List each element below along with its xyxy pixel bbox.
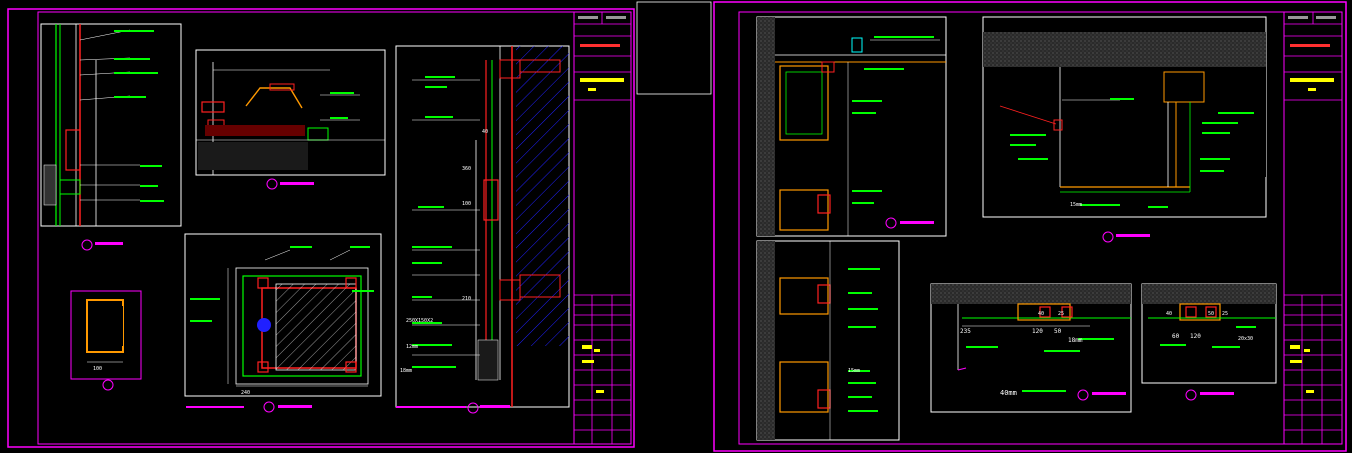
detail-label-bar-e [480,405,510,408]
detail-marker-i [1077,389,1089,401]
callout-right-15mm-b: 15mm [1070,202,1082,208]
detail-panel-wall-section-a [40,23,182,227]
detail-label-bar-g [1116,234,1150,237]
detail-label-bar-c [278,405,312,408]
detail-caption-c [186,406,244,408]
dim-right-25b: 25 [1222,311,1228,317]
detail-panel-wall-section-e [395,45,570,408]
dim-right-50b: 50 [1208,311,1214,317]
detail-panel-wall-section-h [756,240,900,441]
dim-right-40b: 40 [1166,311,1172,317]
callout-right-20x30: 20x30 [1238,336,1253,342]
dim-right-120a: 120 [1032,328,1043,335]
dim-right-60: 60 [1172,333,1180,340]
dim-right-25a: 25 [1058,311,1064,317]
dim-right-40a: 40 [1038,311,1044,317]
left-title-block [573,11,632,445]
dim-right-50a: 50 [1054,328,1062,335]
left-drawing-sheet: 240 360 100 210 40 100 250X150X2 12mm 18… [7,8,635,448]
callout-left-1: 250X150X2 [406,318,433,324]
dim-right-235: 235 [960,328,971,335]
detail-panel-column-plan-c [184,233,382,397]
detail-label-bar-b [280,182,314,185]
detail-panel-ceiling-section-j [1141,283,1277,384]
detail-marker-f [885,217,897,229]
detail-marker-j [1185,389,1197,401]
detail-label-bar-a [95,242,123,245]
detail-marker-b [266,178,278,190]
callout-right-15mm: 15mm [848,368,860,374]
callout-right-18mm: 18mm [1068,337,1083,344]
detail-panel-ceiling-section-i [930,283,1132,413]
callout-left-2: 12mm [406,344,418,350]
dim-right-120b: 120 [1190,333,1201,340]
detail-panel-ceiling-section-f [756,16,947,237]
detail-caption-e [396,406,466,408]
detail-marker-d [102,379,114,391]
callout-right-40mm: 40mm [1000,389,1017,397]
callout-left-3: 18mm [400,368,412,374]
dim-left-4: 210 [462,296,471,302]
dim-left-1: 240 [241,390,250,396]
right-drawing-sheet: 235 120 50 40 25 60 120 50 40 25 18mm 40… [713,1,1347,452]
detail-label-bar-j [1200,392,1234,395]
detail-marker-c [263,401,275,413]
sheet-separator-box [636,1,712,95]
detail-label-bar-i [1092,392,1126,395]
left-sheet-border [7,8,635,448]
detail-panel-ceiling-section-g [982,16,1267,218]
dim-left-2: 360 [462,166,471,172]
right-title-block [1283,11,1343,445]
detail-marker-a [81,239,93,251]
dim-left-3: 100 [462,201,471,207]
detail-panel-profile-d [70,290,142,380]
dim-left-5: 40 [482,129,488,135]
detail-panel-cornice-b [195,49,386,176]
dim-left-6: 100 [93,366,102,372]
detail-marker-g [1102,231,1114,243]
right-sheet-border [713,1,1347,452]
detail-label-bar-f [900,221,934,224]
detail-marker-e [467,402,479,414]
